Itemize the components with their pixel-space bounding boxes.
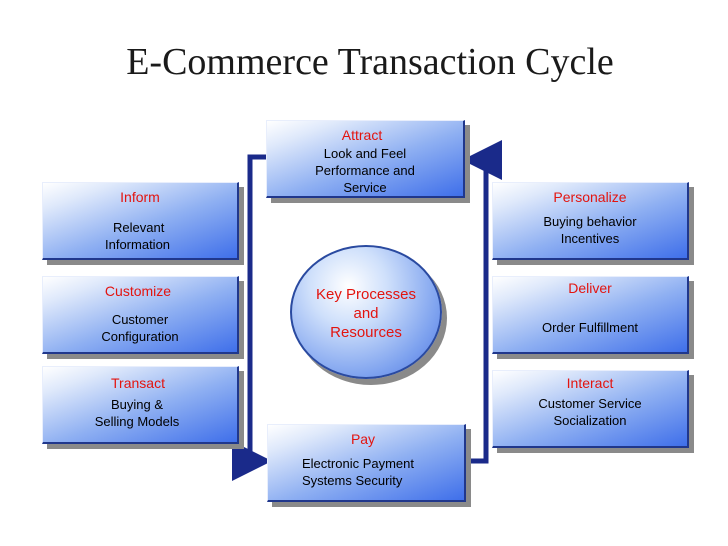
interact-box: Interact Customer Service Socialization (492, 370, 689, 448)
transact-line-2: Selling Models (94, 414, 180, 429)
personalize-heading: Personalize (553, 189, 627, 205)
inform-line-1: Relevant (113, 220, 165, 235)
pay-line-1: Electronic Payment (302, 456, 414, 471)
attract-heading: Attract (341, 127, 383, 143)
right-cycle-arrow (462, 140, 502, 464)
personalize-line-2: Incentives (560, 231, 620, 246)
inform-line-2: Information (105, 237, 171, 252)
customize-heading: Customize (104, 283, 172, 299)
page-title: E-Commerce Transaction Cycle (126, 41, 614, 83)
interact-line-2: Socialization (553, 413, 627, 428)
center-line-1: Key Processes (315, 286, 417, 303)
pay-box: Pay Electronic Payment Systems Security (267, 424, 466, 502)
pay-line-2: Systems Security (302, 473, 403, 488)
inform-heading: Inform (120, 189, 160, 205)
transact-heading: Transact (111, 375, 165, 391)
center-line-3: Resources (330, 324, 402, 341)
attract-line-1: Look and Feel (323, 146, 407, 161)
deliver-heading: Deliver (568, 280, 612, 296)
interact-heading: Interact (566, 375, 614, 391)
transact-line-1: Buying & (110, 397, 164, 412)
interact-line-1: Customer Service (538, 396, 642, 411)
attract-line-2: Performance and (315, 163, 415, 178)
personalize-line-1: Buying behavior (543, 214, 637, 229)
deliver-box: Deliver Order Fulfillment (492, 276, 689, 354)
customize-line-1: Customer (111, 312, 169, 327)
center-line-2: and (353, 305, 379, 322)
transact-box: Transact Buying & Selling Models (42, 366, 239, 444)
deliver-line-1: Order Fulfillment (541, 320, 639, 335)
attract-line-3: Service (343, 180, 387, 195)
attract-box: Attract Look and Feel Performance and Se… (266, 120, 465, 198)
left-cycle-arrow (232, 154, 272, 481)
customize-line-2: Configuration (101, 329, 179, 344)
personalize-box: Personalize Buying behavior Incentives (492, 182, 689, 260)
customize-box: Customize Customer Configuration (42, 276, 239, 354)
key-processes-circle: Key Processes and Resources (290, 245, 442, 379)
pay-heading: Pay (350, 431, 376, 447)
inform-box: Inform Relevant Information (42, 182, 239, 260)
